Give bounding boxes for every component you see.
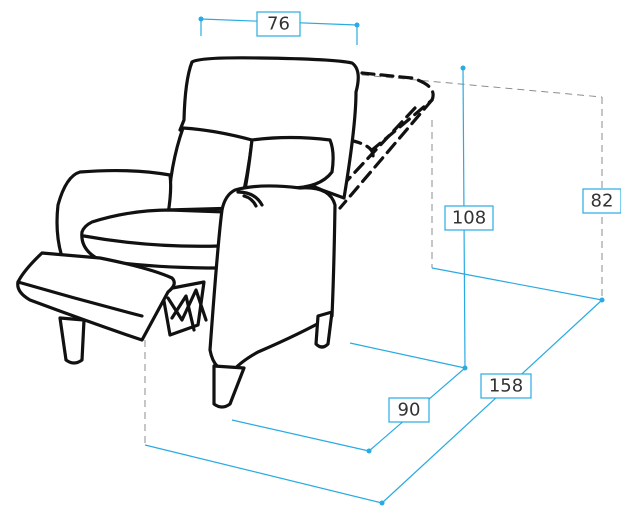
extended-endpoint-top (599, 297, 605, 303)
extended-extension-top (431, 267, 603, 301)
back-cushion-right (242, 135, 335, 197)
seat-cushion (80, 208, 228, 270)
back-right-leg (314, 310, 334, 349)
footrest-mechanism-scissor-2 (170, 294, 196, 332)
label-back-height: 82 (582, 188, 621, 214)
right-armrest (208, 184, 337, 374)
height-endpoint-top (460, 65, 466, 71)
label-width: 76 (256, 11, 301, 37)
extended-dimension-line (381, 299, 603, 504)
extended-depth-label-box (480, 373, 532, 399)
label-depth: 90 (388, 397, 430, 423)
armrest-scroll (236, 190, 264, 207)
height-label-box (444, 205, 494, 231)
width-label-box (256, 11, 301, 37)
reclined-back-inner (341, 106, 417, 187)
label-height: 108 (444, 205, 494, 231)
footrest-mechanism-frame (160, 280, 206, 337)
recliner-chair (16, 56, 360, 409)
front-right-leg (212, 364, 246, 409)
footrest-edge (16, 280, 144, 318)
width-label: 76 (267, 14, 290, 35)
armrest-scroll-inner (242, 194, 258, 208)
back-height-label-box (582, 188, 621, 214)
width-endpoint-right (354, 22, 360, 28)
label-extended-depth: 158 (480, 373, 532, 399)
extended-endpoint-bottom (379, 500, 385, 506)
guide-top-right (361, 74, 603, 98)
depth-extension-bottom (231, 419, 370, 452)
height-label: 108 (452, 208, 486, 229)
front-left-leg (58, 316, 86, 365)
reclined-back-edge (338, 98, 434, 210)
reclined-back-top (360, 71, 435, 152)
back-height-label: 82 (591, 191, 614, 212)
depth-label: 90 (398, 400, 421, 421)
depth-endpoint (366, 448, 372, 454)
depth-label-box (388, 397, 430, 423)
width-endpoint-left (198, 16, 204, 22)
seat-cushion-seam (82, 234, 222, 248)
extended-extension-bottom (144, 444, 383, 504)
depth-extension-top (349, 342, 466, 369)
extended-depth-label: 158 (489, 376, 523, 397)
